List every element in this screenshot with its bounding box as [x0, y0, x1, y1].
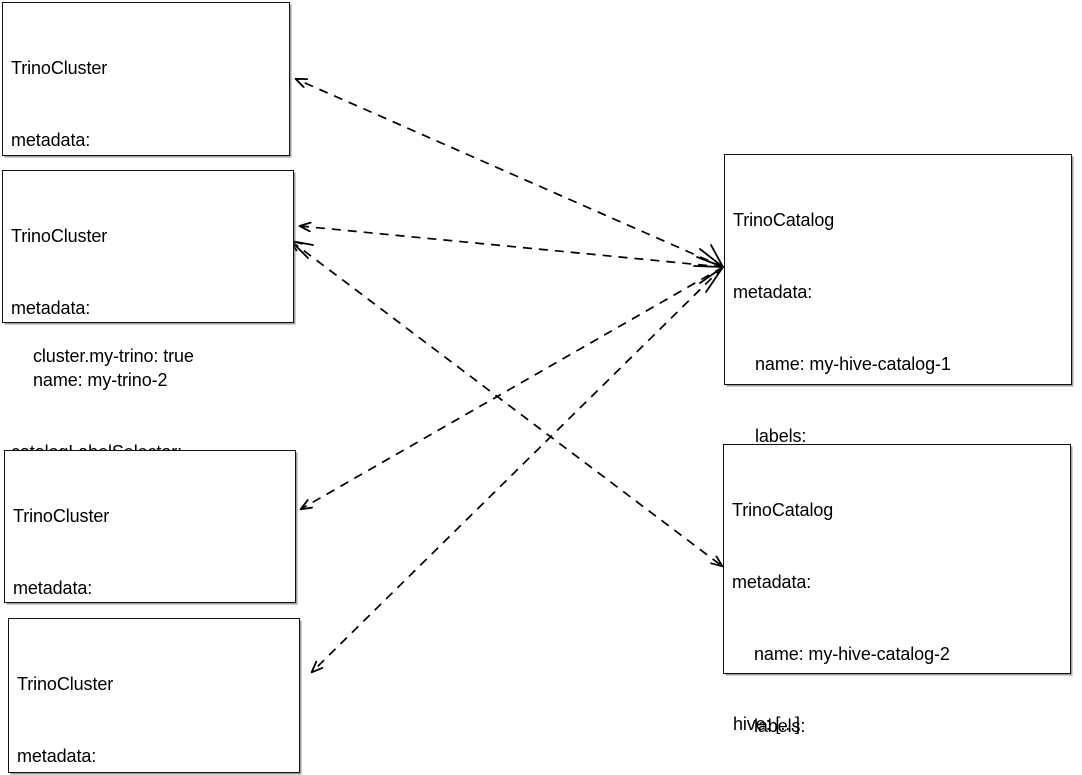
trinocluster-my-trino-node[interactable]: TrinoCluster metadata: name: my-trino ca… [2, 2, 290, 366]
catalog-metadata-label: metadata: [732, 572, 812, 592]
node-kind: TrinoCluster [17, 674, 114, 694]
edge-catalog1-to-cluster-my-trino-2 [300, 226, 724, 268]
edge-catalog1-to-cluster-my-trino [296, 79, 724, 268]
node-metadata-label: metadata: [11, 298, 91, 318]
edge-catalog1-to-cluster-my-trino-blue [301, 266, 724, 509]
trinocluster-my-trino-2-node[interactable]: TrinoCluster metadata: name: my-trino-2 … [2, 170, 294, 534]
node-kind: TrinoCluster [11, 58, 108, 78]
arrowhead-cluster-my-trino-2-second [290, 240, 314, 259]
catalog-labels-label: labels: [755, 426, 807, 446]
node-metadata-label: metadata: [13, 578, 93, 598]
node-selector-line: cluster.my-trino: true [33, 346, 194, 366]
trinocatalog-my-hive-catalog-2-node[interactable]: TrinoCatalog metadata: name: my-hive-cat… [723, 444, 1071, 736]
edge-catalog1-to-cluster-my-trino-green [312, 266, 724, 672]
catalog-labels-label: labels: [754, 716, 806, 736]
trinocatalog-my-hive-catalog-2-body: TrinoCatalog metadata: name: my-hive-cat… [732, 450, 1070, 775]
catalog-kind: TrinoCatalog [733, 210, 835, 230]
node-metadata-label: metadata: [17, 746, 97, 766]
node-kind: TrinoCluster [13, 506, 110, 526]
catalog-name-line: name: my-hive-catalog-1 [755, 354, 951, 374]
edge-catalog2-to-cluster-my-trino-2-head [291, 241, 722, 566]
catalog-hive-line: hive: [...] [733, 714, 800, 734]
catalog-metadata-label: metadata: [733, 282, 813, 302]
catalog-kind: TrinoCatalog [732, 500, 834, 520]
node-name-line: name: my-trino-2 [33, 370, 168, 390]
catalog-name-line: name: my-hive-catalog-2 [754, 644, 950, 664]
trinocatalog-my-hive-catalog-1-node[interactable]: TrinoCatalog metadata: name: my-hive-cat… [724, 154, 1072, 734]
trinocluster-my-trino-green-node[interactable]: TrinoCluster metadata: name: my-trino-gr… [8, 618, 300, 773]
trinocluster-my-trino-blue-node[interactable]: TrinoCluster metadata: name: my-trino-bl… [4, 450, 296, 742]
converge-arrowheads-catalog1 [693, 244, 724, 293]
trinocluster-my-trino-green-body: TrinoCluster metadata: name: my-trino-gr… [17, 624, 299, 775]
node-metadata-label: metadata: [11, 130, 91, 150]
node-kind: TrinoCluster [11, 226, 108, 246]
edge-catalog2-to-cluster-my-trino-2-in [290, 240, 722, 566]
